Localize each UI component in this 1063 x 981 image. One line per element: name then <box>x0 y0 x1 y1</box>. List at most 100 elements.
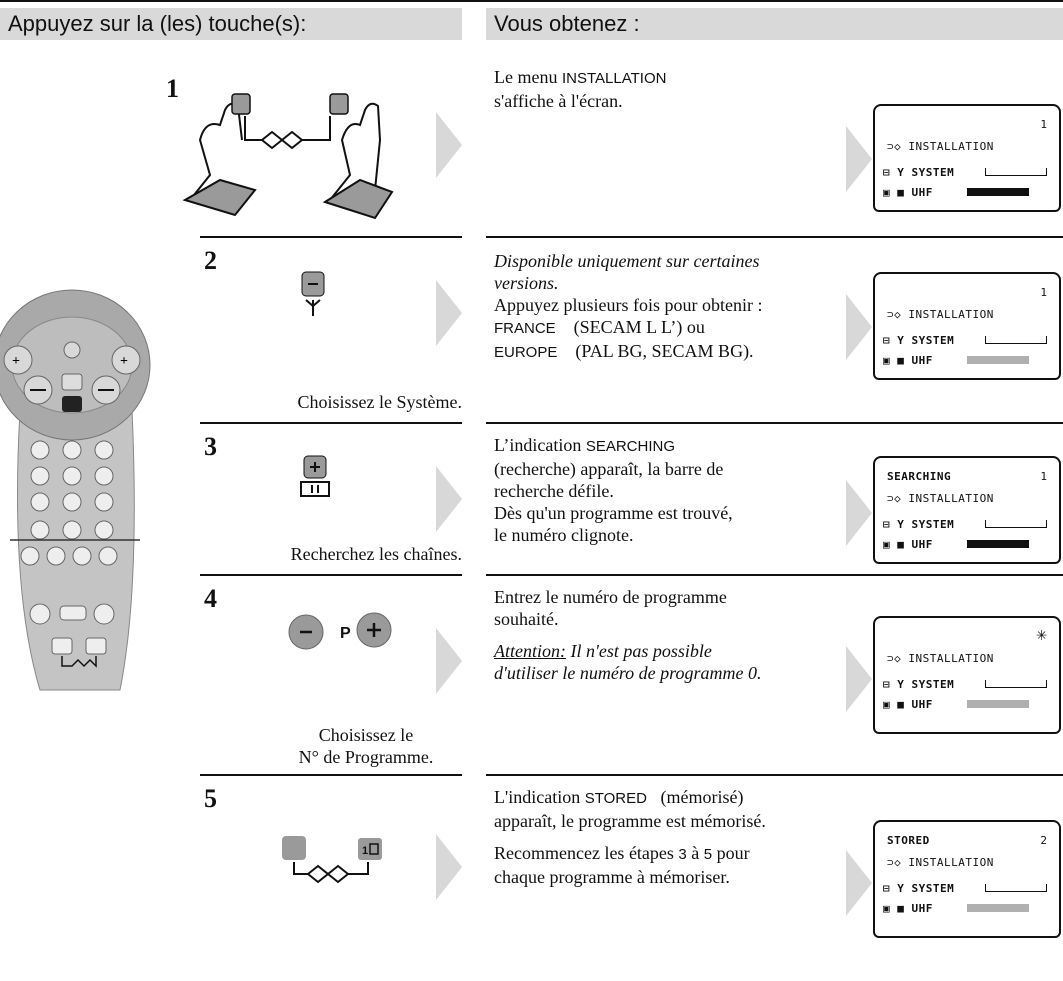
description-text: L'indication <box>494 787 585 807</box>
description-text: pour <box>712 843 750 863</box>
two-hands-press-icon <box>182 93 394 220</box>
screen-program-number: 1 <box>1040 118 1047 131</box>
description-text: 5 <box>703 846 713 863</box>
screen-uhf-row: ▣ ■ UHF <box>883 354 933 367</box>
screen-uhf-bar <box>967 188 1029 196</box>
step-description-5: L'indication STORED (mémorisé)apparaît, … <box>494 786 854 888</box>
screen-status-label: STORED <box>887 834 930 847</box>
description-text: souhaité. <box>494 609 559 629</box>
screen-program-number: 1 <box>1040 470 1047 483</box>
screen-system-row: ⊟ Y SYSTEM <box>883 678 955 691</box>
description-text: Il n'est pas possible <box>565 641 712 661</box>
description-line: versions. <box>494 272 844 294</box>
description-line: Appuyez plusieurs fois pour obtenir : <box>494 294 844 316</box>
program-minus-plus-buttons-icon: P <box>288 612 392 650</box>
description-text: INSTALLATION <box>561 70 667 87</box>
description-text: (mémorisé) <box>646 787 744 807</box>
step-description-3: L’indication SEARCHING(recherche) appara… <box>494 434 844 546</box>
description-text: apparaît, le programme est mémorisé. <box>494 811 766 831</box>
description-line: Entrez le numéro de programme <box>494 586 844 608</box>
arrow-right-icon <box>436 280 462 346</box>
screen-program-number: 1 <box>1040 286 1047 299</box>
description-text: (SECAM L L’) ou <box>555 317 705 337</box>
step-separator-left-2 <box>200 236 462 238</box>
arrow-right-icon <box>436 628 462 694</box>
description-line: L'indication STORED (mémorisé) <box>494 786 854 810</box>
description-text: Appuyez plusieurs fois pour obtenir : <box>494 295 763 315</box>
screen-menu-title: ⊃◇ INSTALLATION <box>887 652 994 665</box>
arrow-right-icon <box>846 480 872 546</box>
screen-system-row: ⊟ Y SYSTEM <box>883 166 955 179</box>
step-separator-right-4 <box>486 574 1063 576</box>
tv-screen-4: ✳⊃◇ INSTALLATION⊟ Y SYSTEM▣ ■ UHF <box>873 616 1061 734</box>
screen-program-number: 2 <box>1040 834 1047 847</box>
description-text: (recherche) apparaît, la barre de <box>494 459 724 479</box>
description-text: 3 <box>678 846 687 863</box>
description-text: chaque programme à mémoriser. <box>494 867 730 887</box>
screen-system-row: ⊟ Y SYSTEM <box>883 518 955 531</box>
screen-system-bracket <box>985 680 1047 688</box>
description-text: Dès qu'un programme est trouvé, <box>494 503 733 523</box>
description-text: Disponible uniquement sur certaines <box>494 251 760 271</box>
header-left: Appuyez sur la (les) touche(s): <box>0 8 462 40</box>
description-line: L’indication SEARCHING <box>494 434 844 458</box>
arrow-right-icon <box>436 466 462 532</box>
screen-uhf-bar <box>967 904 1029 912</box>
screen-program-number: ✳ <box>1036 624 1047 645</box>
header-right: Vous obtenez : <box>486 8 1063 40</box>
screen-uhf-row: ▣ ■ UHF <box>883 186 933 199</box>
description-text: SEARCHING <box>585 438 676 455</box>
description-text: recherche défile. <box>494 481 614 501</box>
svg-text:+: + <box>12 354 20 369</box>
description-line: le numéro clignote. <box>494 524 844 546</box>
screen-system-bracket <box>985 884 1047 892</box>
svg-text:1: 1 <box>362 845 368 857</box>
description-line: Dès qu'un programme est trouvé, <box>494 502 844 524</box>
arrow-right-icon <box>846 850 872 916</box>
remote-control-icon: + + <box>0 289 151 691</box>
screen-system-bracket <box>985 168 1047 176</box>
step-separator-left-5 <box>200 774 462 776</box>
description-text: versions. <box>494 273 559 293</box>
screen-uhf-row: ▣ ■ UHF <box>883 902 933 915</box>
description-line: Attention: Il n'est pas possible <box>494 640 844 662</box>
description-text: STORED <box>584 790 647 807</box>
description-line: FRANCE (SECAM L L’) ou <box>494 316 844 340</box>
step-separator-right-2 <box>486 236 1063 238</box>
description-text: Le menu <box>494 67 562 87</box>
svg-text:P: P <box>340 625 351 642</box>
description-text: Attention: <box>494 641 566 661</box>
description-text: L’indication <box>494 435 586 455</box>
arrow-right-icon <box>846 126 872 192</box>
tv-screen-2: 1⊃◇ INSTALLATION⊟ Y SYSTEM▣ ■ UHF <box>873 272 1061 380</box>
step-caption-4-line1: Choisissez le <box>318 725 414 745</box>
description-line: chaque programme à mémoriser. <box>494 866 854 888</box>
step-number-5: 5 <box>204 784 217 813</box>
description-line: Le menu INSTALLATION <box>494 66 844 90</box>
step-separator-right-3 <box>486 422 1063 424</box>
screen-system-bracket <box>985 520 1047 528</box>
screen-system-row: ⊟ Y SYSTEM <box>883 334 955 347</box>
description-text: Entrez le numéro de programme <box>494 587 727 607</box>
description-line <box>494 630 844 640</box>
description-text: EUROPE <box>494 344 558 361</box>
description-line: (recherche) apparaît, la barre de <box>494 458 844 480</box>
plus-search-button-icon <box>300 455 330 497</box>
description-line: EUROPE (PAL BG, SECAM BG). <box>494 340 844 364</box>
minus-antenna-button-icon <box>301 271 325 316</box>
description-line <box>494 832 854 842</box>
screen-uhf-bar <box>967 356 1029 364</box>
step-caption-4-line2: N° de Programme. <box>298 747 434 767</box>
step-number-4: 4 <box>204 584 217 613</box>
step-separator-right-5 <box>486 774 1063 776</box>
screen-system-row: ⊟ Y SYSTEM <box>883 882 955 895</box>
arrow-right-icon <box>846 646 872 712</box>
screen-uhf-row: ▣ ■ UHF <box>883 538 933 551</box>
top-rule <box>0 0 1063 2</box>
description-line: Disponible uniquement sur certaines <box>494 250 844 272</box>
